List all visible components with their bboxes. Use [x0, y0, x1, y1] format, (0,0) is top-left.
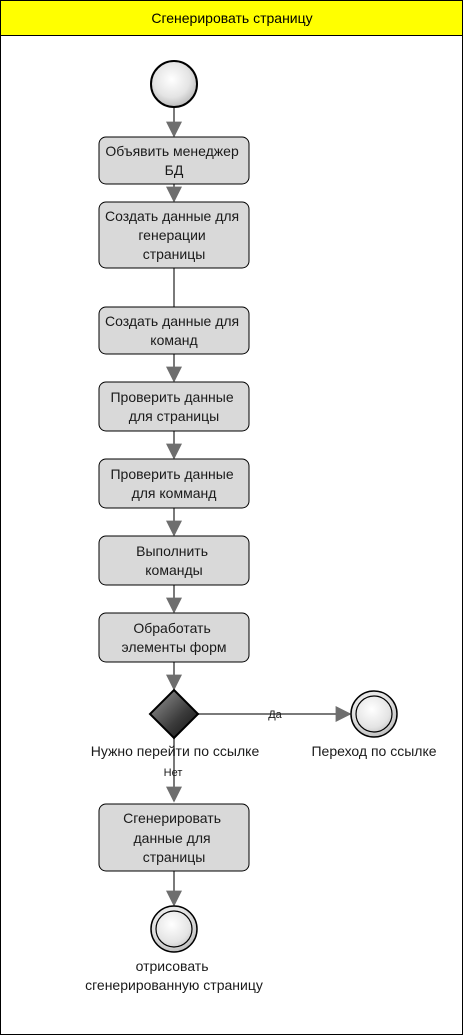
svg-text:отрисовать сгенерированную: отрисовать сгенерированную страницу: [85, 958, 263, 993]
svg-text:Создать данные для коман: Создать данные для команд: [105, 313, 243, 348]
step-5-line-2: для комманд: [132, 485, 217, 501]
step-1: Объявить менеджер БД: [98, 136, 250, 185]
pool-header: [0, 0, 463, 36]
step-7-line-1: Обработать: [133, 620, 210, 636]
end-event: [150, 905, 198, 953]
step-2-line-2: генерации: [138, 227, 205, 243]
gateway-label: Нужно перейти по ссылке: [91, 743, 260, 759]
step-3-line-2: команд: [150, 332, 197, 348]
step-5: Проверить данные для комманд: [98, 458, 250, 509]
step-6: Выполнить команды: [98, 535, 250, 586]
link-end-label: Переход по ссылке: [311, 743, 436, 759]
gateway-yes-label: Да: [268, 709, 282, 721]
step-1-line-2: БД: [165, 162, 184, 178]
svg-text:Выполнить команды: Выполнить команды: [136, 543, 212, 578]
step-4-line-1: Проверить данные: [110, 389, 233, 405]
step-2-line-3: страницы: [143, 246, 206, 262]
gateway-no-label: Нет: [164, 767, 183, 779]
step-8-line-3: страницы: [143, 849, 206, 865]
decision-gateway: [148, 688, 200, 740]
start-event: [150, 60, 198, 108]
svg-text:Сгенерировать данные для: Сгенерировать данные для страницы: [123, 810, 225, 865]
diagram-title: Сгенерировать страницу: [151, 10, 312, 26]
step-3: Создать данные для команд: [98, 306, 250, 355]
step-8-line-1: Сгенерировать: [123, 810, 221, 826]
step-8-line-2: данные для: [134, 830, 211, 846]
end-label-line-1: отрисовать: [136, 958, 209, 974]
step-8: Сгенерировать данные для страницы: [98, 803, 250, 872]
svg-text:Обработать элементы форм: Обработать элементы форм: [121, 620, 226, 655]
step-6-line-1: Выполнить: [136, 543, 208, 559]
step-2-line-1: Создать данные для: [105, 208, 239, 224]
connectors: [166, 107, 352, 907]
svg-text:Объявить менеджер БД: Объявить менеджер БД: [105, 143, 242, 178]
link-end-event: [350, 690, 398, 738]
step-4: Проверить данные для страницы: [98, 381, 250, 432]
end-label-line-2: сгенерированную страницу: [85, 977, 263, 993]
step-6-line-2: команды: [145, 562, 202, 578]
svg-text:Проверить данные для стр: Проверить данные для страницы: [110, 389, 237, 424]
svg-text:Проверить данные для ком: Проверить данные для комманд: [110, 466, 237, 501]
step-7: Обработать элементы форм: [98, 612, 250, 663]
step-7-line-2: элементы форм: [121, 639, 226, 655]
step-2: Создать данные для генерации страницы: [98, 201, 250, 269]
step-1-line-1: Объявить менеджер: [105, 143, 239, 159]
step-3-line-1: Создать данные для: [105, 313, 239, 329]
svg-text:Создать данные для генер: Создать данные для генерации страницы: [105, 208, 243, 262]
step-5-line-1: Проверить данные: [110, 466, 233, 482]
step-4-line-2: для страницы: [129, 408, 219, 424]
